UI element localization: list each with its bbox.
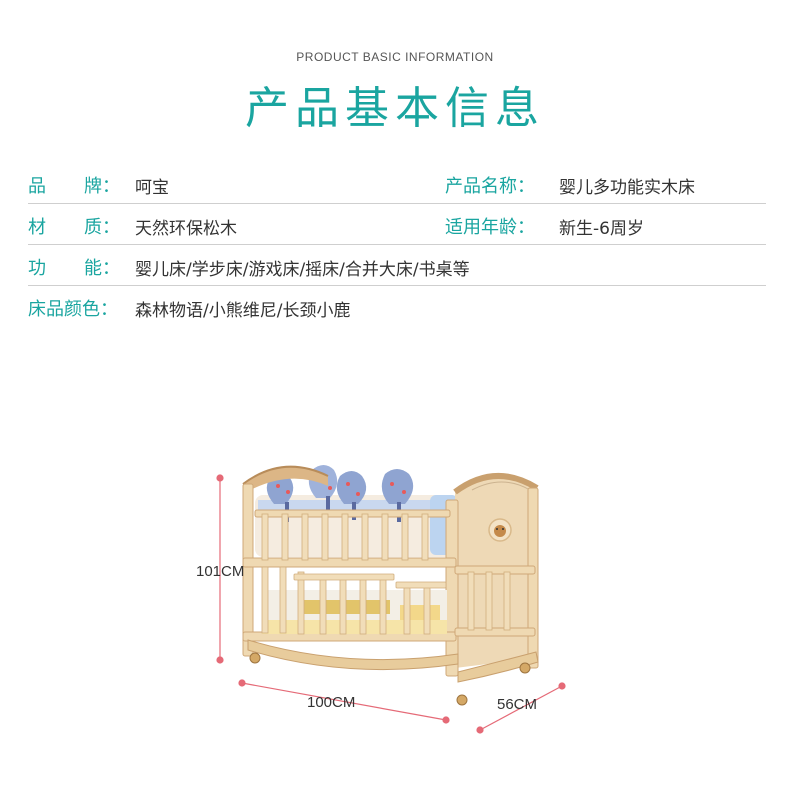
wheel-icon [519,662,531,674]
function-label-char: 功 [28,258,46,279]
dimension-dot [476,726,484,734]
crib-rocker-base [247,639,539,706]
info-row-brand: 品 牌： 呵宝 产品名称： 婴儿多功能实木床 [28,163,766,204]
info-row-material: 材 质： 天然环保松木 适用年龄： 新生-6周岁 [28,204,766,245]
function-value: 婴儿床/学步床/游戏床/摇床/合并大床/书桌等 [135,260,470,280]
lower-slats [261,566,511,635]
dimension-lines [216,474,566,734]
dimension-dot [442,716,450,724]
age-value: 新生-6周岁 [559,219,644,239]
tree-decorations [266,465,414,522]
function-label-char: 能： [84,258,120,279]
brand-value: 呵宝 [135,178,169,198]
product-name-value: 婴儿多功能实木床 [559,178,695,198]
bedding-color-label: 床品颜色： [28,299,118,320]
brand-label: 品 牌： [28,172,120,198]
dimension-dot [216,656,224,664]
upper-slats [261,513,429,561]
product-info-table: 品 牌： 呵宝 产品名称： 婴儿多功能实木床 材 质： 天然环保松木 适用年龄：… [28,163,766,326]
dimension-dot [238,679,246,687]
crib-bedding [262,590,447,634]
material-value: 天然环保松木 [135,219,237,239]
material-label: 材 质： [28,213,120,239]
wheel-icon [249,652,261,664]
info-row-color: 床品颜色： 森林物语/小熊维尼/长颈小鹿 [28,286,766,326]
header-subtitle: PRODUCT BASIC INFORMATION [296,50,494,64]
height-dimension-label: 101CM [196,563,245,580]
brand-label-char: 牌： [84,176,120,197]
bedding-color-value: 森林物语/小熊维尼/长颈小鹿 [135,301,351,321]
product-name-label: 产品名称： [445,176,535,197]
wheel-icon [456,694,468,706]
crib-frame [242,483,539,677]
material-label-char: 材 [28,217,46,238]
length-dimension-label: 100CM [307,694,356,711]
info-row-function: 功 能： 婴儿床/学步床/游戏床/摇床/合并大床/书桌等 [28,245,766,286]
depth-dimension-line [479,685,563,731]
length-dimension-line [241,682,447,721]
function-label: 功 能： [28,254,120,280]
brand-label-char: 品 [28,176,46,197]
depth-dimension-label: 56CM [497,696,538,713]
age-label: 适用年龄： [445,217,535,238]
dimension-dot [216,474,224,482]
page-title: 产品基本信息 [245,83,545,134]
dimension-dot [558,682,566,690]
material-label-char: 质： [84,217,120,238]
